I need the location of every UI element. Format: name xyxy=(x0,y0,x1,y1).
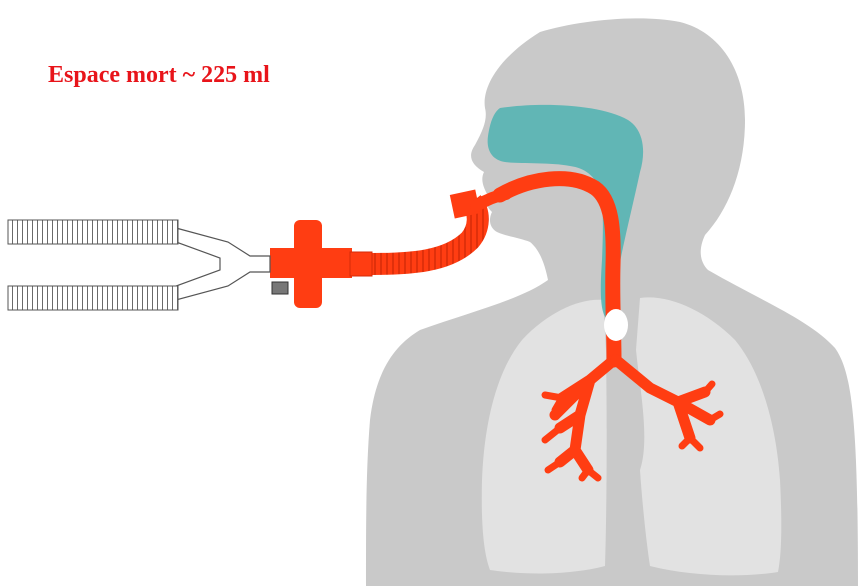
expiratory-limb xyxy=(8,286,178,310)
filter-body xyxy=(294,220,322,308)
ventilator-circuit xyxy=(8,220,270,310)
hme-filter xyxy=(270,220,372,308)
filter-port xyxy=(272,282,288,294)
y-piece xyxy=(176,228,270,300)
larynx-marker xyxy=(604,309,628,341)
filter-side-right xyxy=(320,248,352,278)
inspiratory-limb xyxy=(8,220,178,244)
filter-outlet xyxy=(350,252,372,276)
filter-side-left xyxy=(270,248,296,278)
catheter-mount xyxy=(372,190,506,264)
